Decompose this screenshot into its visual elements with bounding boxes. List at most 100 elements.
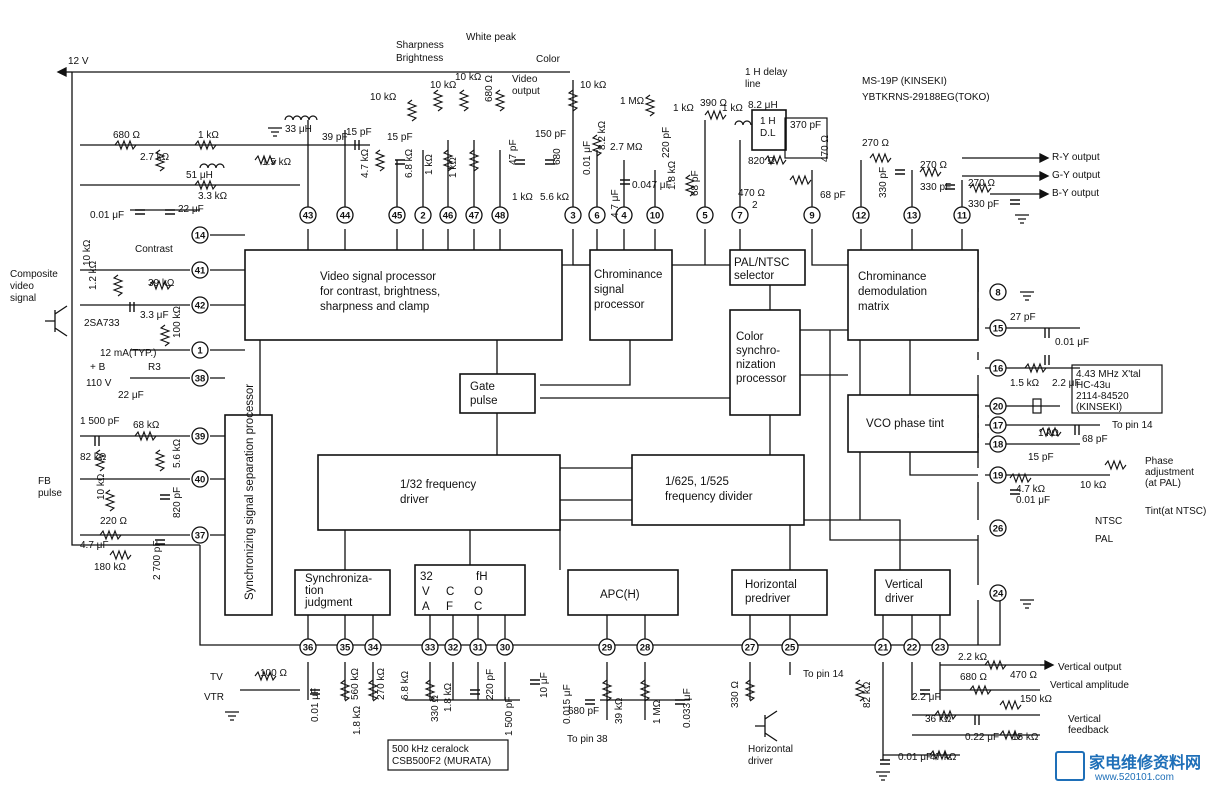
delay-line-block-label-line-0: 1 H <box>760 116 776 127</box>
pin-26: 26 <box>989 519 1007 537</box>
sync-judge-label-line-0: Synchroniza- <box>305 573 372 585</box>
pin-circle <box>989 584 1007 602</box>
component-value: 100 Ω <box>260 668 287 679</box>
component-value: 1 500 pF <box>80 416 119 427</box>
component-value: 1 kΩ <box>448 157 459 178</box>
component-value: 10 μF <box>539 672 550 698</box>
component-value: 470 Ω <box>820 135 831 162</box>
component-value: 15 pF <box>1028 452 1054 463</box>
component-value: 82 kΩ <box>80 452 107 463</box>
component-value: 1 kΩ <box>512 192 533 203</box>
pin-circle <box>852 206 870 224</box>
pin-number: 21 <box>878 643 889 654</box>
video-output-label-line-0: Video <box>512 74 538 85</box>
pin-number: 24 <box>993 589 1004 600</box>
freq-driver-label-line-1: driver <box>400 494 429 506</box>
pin-circle <box>874 638 892 656</box>
horizontal-driver-label-line-0: Horizontal <box>748 744 793 755</box>
pin-number: 46 <box>443 211 454 222</box>
crystal-label-line-1: HC-43u <box>1076 380 1110 391</box>
pin-number: 36 <box>303 643 314 654</box>
pin-19: 19 <box>989 466 1007 484</box>
pin-25: 25 <box>781 638 799 656</box>
component-value: 5.6 kΩ <box>172 438 183 468</box>
block-color-sync <box>729 309 801 416</box>
component-value: 330 pF <box>878 167 889 198</box>
component-value: 1.8 kΩ <box>352 705 363 735</box>
white-peak-label: White peak <box>466 32 517 43</box>
composite-label-line-1: video <box>10 281 34 292</box>
pin-13: 13 <box>903 206 921 224</box>
pin-number: 31 <box>473 643 484 654</box>
pin-circle <box>989 283 1007 301</box>
pin-number: 9 <box>809 211 814 222</box>
contrast-label: Contrast <box>135 244 173 255</box>
pin-44: 44 <box>336 206 354 224</box>
pin-number: 27 <box>745 643 756 654</box>
pin-circle <box>989 397 1007 415</box>
component-value: 390 Ω <box>700 98 727 109</box>
pin-circle <box>636 638 654 656</box>
component-value: 560 kΩ <box>350 668 361 700</box>
component-value: 68 kΩ <box>133 420 160 431</box>
component-value: 680 Ω <box>484 75 495 102</box>
pin-24: 24 <box>989 584 1007 602</box>
vtr-label: VTR <box>204 692 224 703</box>
fb-pulse-label-line-1: pulse <box>38 488 62 499</box>
component-value: 33 μH <box>285 124 312 135</box>
component-value: 270 Ω <box>920 160 947 171</box>
phase-adj-label-line-2: (at PAL) <box>1145 478 1181 489</box>
component-value: 330 Ω <box>430 695 441 722</box>
component-value: 270 Ω <box>968 178 995 189</box>
phase-adj-label-line-0: Phase <box>1145 456 1174 467</box>
block-h-predriver <box>731 569 828 616</box>
pin-number: 47 <box>469 211 480 222</box>
pin-circle <box>191 369 209 387</box>
crystal-label-line-3: (KINSEKI) <box>1076 402 1122 413</box>
component-value: 27 pF <box>1010 312 1036 323</box>
component-value: 2.7 kΩ <box>140 152 170 163</box>
pin-number: 17 <box>993 421 1004 432</box>
pin-number: 18 <box>993 440 1004 451</box>
component-value: 330 pF <box>968 199 999 210</box>
by-output-label: B-Y output <box>1052 188 1099 199</box>
color-sync-label-line-3: processor <box>736 373 787 385</box>
color-label: Color <box>536 54 561 65</box>
freq-driver-label-line-0: 1/32 frequency <box>400 479 476 491</box>
video-processor-label-line-1: for contrast, brightness, <box>320 286 440 298</box>
pin-31: 31 <box>469 638 487 656</box>
pin-number: 12 <box>856 211 867 222</box>
video-processor-label-line-2: sharpness and clamp <box>320 301 429 313</box>
pin-circle <box>696 206 714 224</box>
pin-number: 35 <box>340 643 351 654</box>
component-value: 2.2 μF <box>912 692 941 703</box>
color-sync-label-line-1: synchro- <box>736 345 780 357</box>
pin-number: 42 <box>195 301 206 312</box>
component-value: 3.3 μF <box>140 310 169 321</box>
fb-pulse-label-line-0: FB <box>38 476 51 487</box>
component-value: 0.01 μF <box>582 141 593 175</box>
pin-number: 6 <box>594 211 599 222</box>
pin-5: 5 <box>696 206 714 224</box>
chroma-demod-label-line-1: demodulation <box>858 286 927 298</box>
pin-circle <box>299 638 317 656</box>
component-value: 1.2 kΩ <box>88 260 99 290</box>
pin-4: 4 <box>615 206 633 224</box>
pin-38: 38 <box>191 369 209 387</box>
sync-judge-label-line-2: judgment <box>304 597 353 609</box>
pin-number: 15 <box>993 324 1004 335</box>
pin-number: 19 <box>993 471 1004 482</box>
component-value: 2.2 μF <box>1052 378 1081 389</box>
vco-afc-letter: C <box>446 586 454 598</box>
component-value: 150 kΩ <box>1020 694 1052 705</box>
pin-circle <box>364 638 382 656</box>
block-chroma-processor <box>589 249 673 341</box>
to-pin14b-label: To pin 14 <box>803 669 844 680</box>
inductors <box>199 115 752 169</box>
r3-label: R3 <box>148 362 161 373</box>
resistors <box>94 89 1127 761</box>
component-value: 47 pF <box>508 139 519 165</box>
pin-circle <box>496 638 514 656</box>
component-value: 8.2 μH <box>748 100 778 111</box>
